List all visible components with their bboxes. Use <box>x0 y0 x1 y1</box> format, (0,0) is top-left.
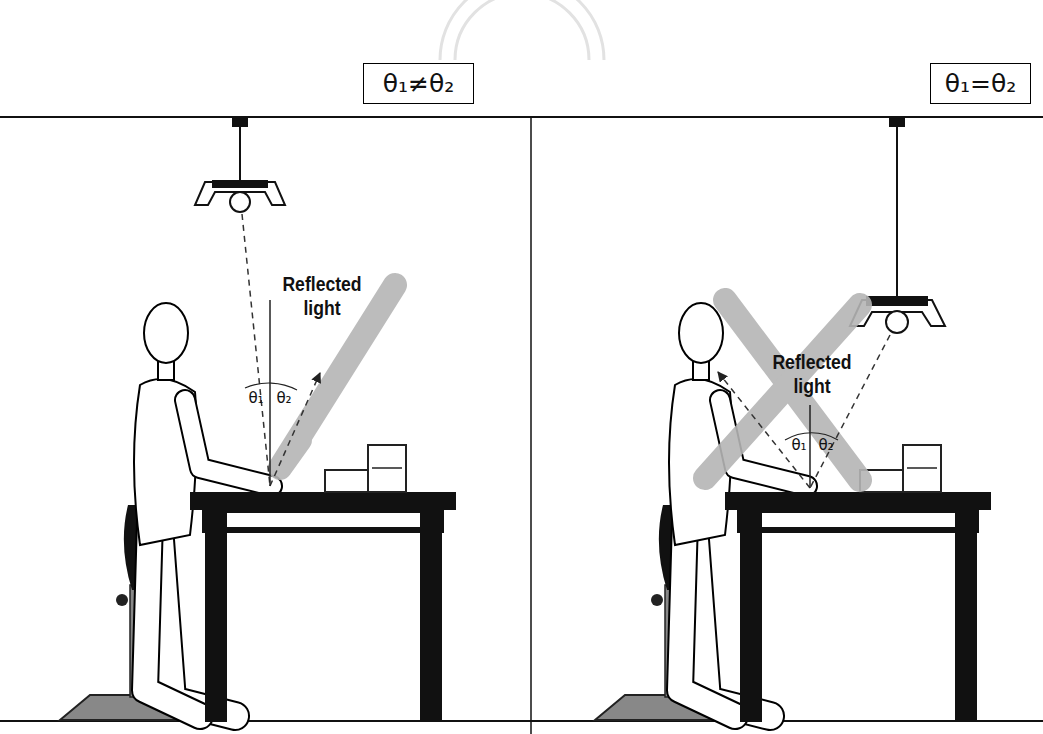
angle-label: θ₁ <box>789 436 809 454</box>
light-label: Reflected light <box>269 272 375 320</box>
condition-box: θ₁≠θ₂ <box>363 63 474 104</box>
angle-label: θ₂ <box>274 389 294 407</box>
condition-box: θ₁=θ₂ <box>930 63 1031 104</box>
angle-condition: θ₁=θ₂ <box>945 69 1017 98</box>
angle-label: θ₁ <box>246 389 266 407</box>
angle-condition: θ₁≠θ₂ <box>383 69 455 98</box>
angle-label: θ₂ <box>816 436 836 454</box>
light-label: Reflected light <box>759 350 865 398</box>
